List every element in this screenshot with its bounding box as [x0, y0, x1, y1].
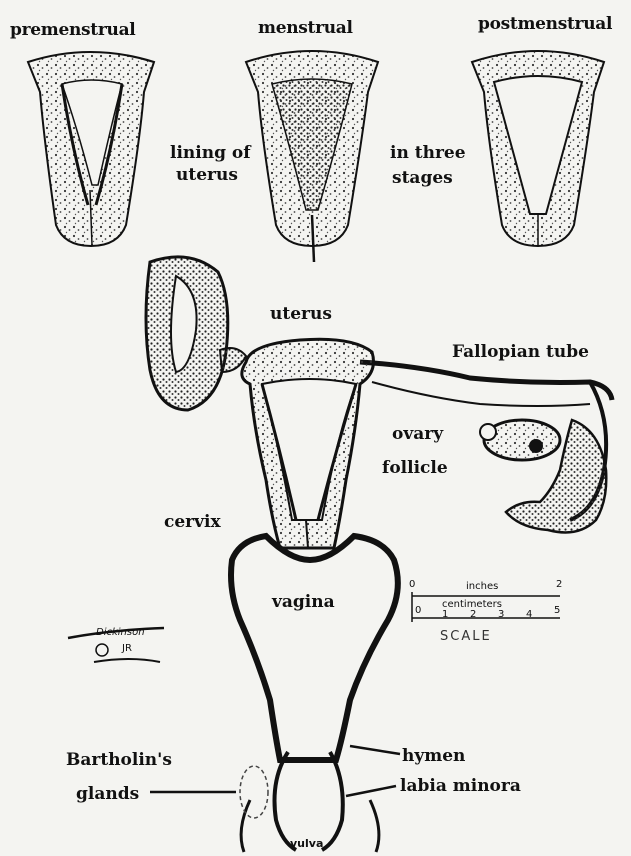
caption-lining-line2: uterus [176, 167, 238, 184]
vagina [231, 536, 398, 760]
label-ovary: ovary [392, 426, 443, 443]
label-vagina: vagina [272, 594, 335, 611]
label-labia-minora: labia minora [400, 778, 521, 795]
caption-stages-line2: stages [392, 170, 453, 187]
label-cervix: cervix [164, 514, 221, 531]
label-bartholins-line1: Bartholin's [66, 752, 172, 769]
caption-lining-line1: lining of [170, 145, 251, 162]
label-follicle: follicle [382, 460, 448, 477]
stage-label-postmenstrual: postmenstrual [478, 16, 612, 33]
stage-label-menstrual: menstrual [258, 20, 353, 37]
uterus-stage-menstrual [246, 51, 378, 262]
label-uterus: uterus [270, 306, 332, 323]
label-hymen: hymen [402, 748, 465, 765]
bartholins-gland-outline [240, 766, 268, 818]
caption-stages-line1: in three [390, 145, 466, 162]
scale-inches-0: 0 [409, 580, 415, 590]
label-fallopian-tube: Fallopian tube [452, 344, 589, 361]
uterus-stage-postmenstrual [472, 51, 604, 246]
scale-inches-label: inches [466, 582, 498, 592]
scale-cm-3: 3 [498, 610, 504, 620]
scale-cm-5: 5 [554, 606, 560, 616]
signature-initials: JR [122, 644, 132, 654]
scale-cm-4: 4 [526, 610, 532, 620]
uterus-main [242, 339, 374, 548]
scale-title: SCALE [440, 630, 492, 643]
scale-inches-2: 2 [556, 580, 562, 590]
scale-cm-0: 0 [415, 606, 421, 616]
uterus-stage-premenstrual [28, 52, 154, 246]
ovary-left [146, 257, 246, 410]
scale-cm-2: 2 [470, 610, 476, 620]
label-bartholins-line2: glands [76, 786, 139, 803]
ovary-right [480, 420, 560, 460]
scale-cm-1: 1 [442, 610, 448, 620]
label-vulva: vulva [290, 838, 323, 849]
signature-name: Dickinson [96, 628, 145, 638]
stage-label-premenstrual: premenstrual [10, 22, 135, 39]
